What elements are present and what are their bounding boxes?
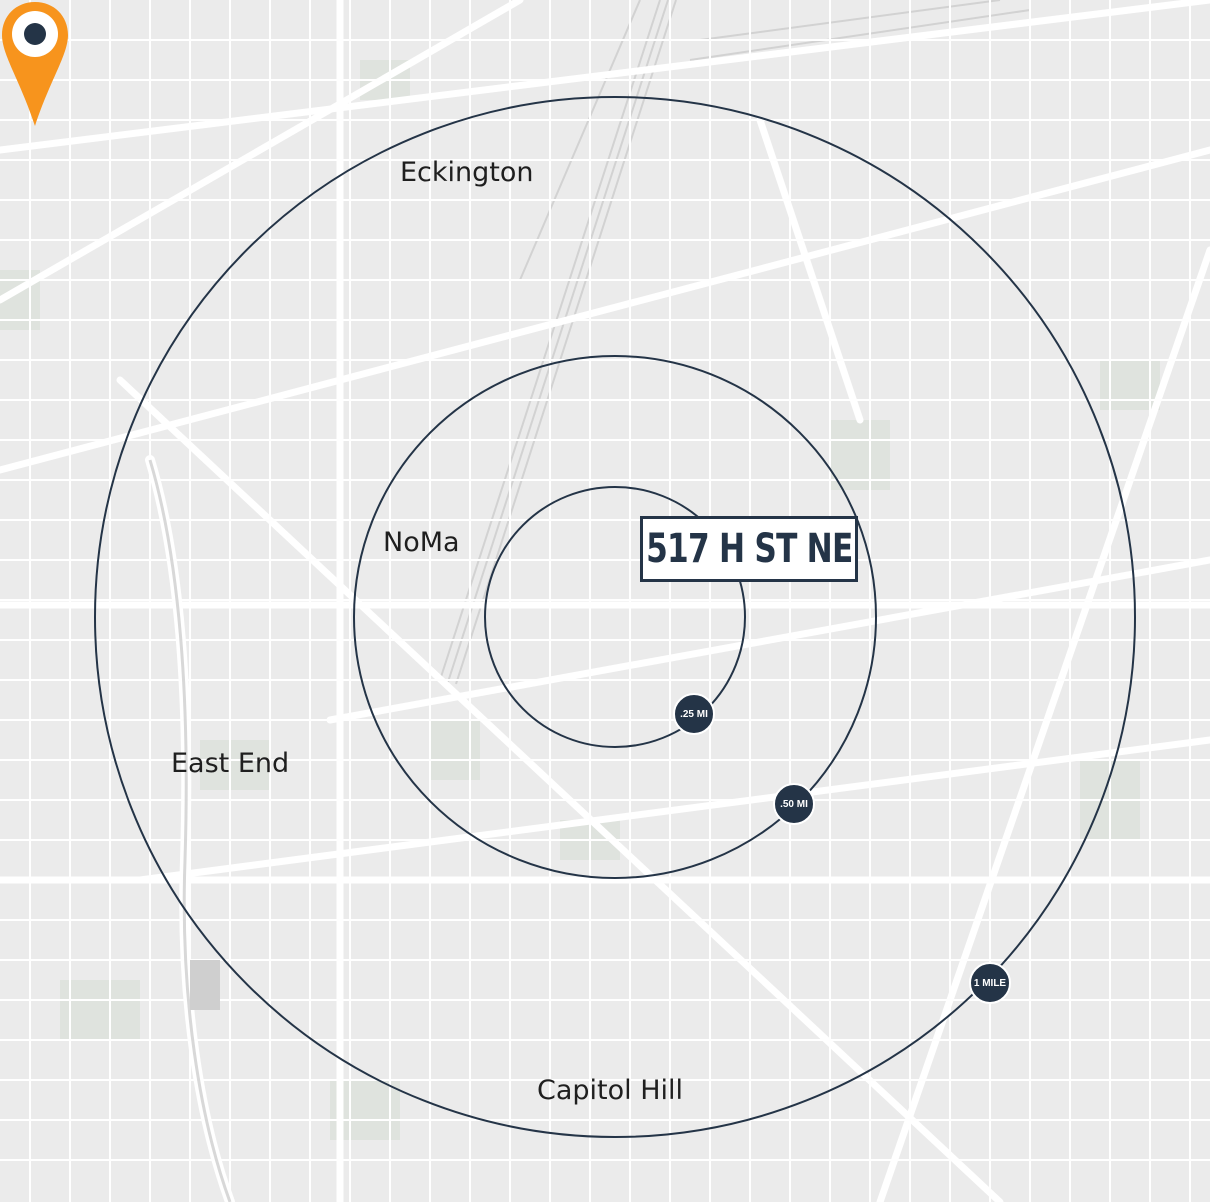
ring-one-mile: [94, 96, 1136, 1138]
neighborhood-label-capitol-hill: Capitol Hill: [537, 1075, 684, 1106]
location-label: 517 H ST NE: [645, 526, 853, 572]
map-pin-icon[interactable]: [0, 0, 70, 130]
ring-quarter-mile: [484, 486, 746, 748]
ring-badge-half-mile: .50 MI: [773, 783, 815, 825]
neighborhood-label-east-end: East End: [171, 748, 290, 779]
ring-badge-quarter-mile: .25 MI: [673, 693, 715, 735]
neighborhood-label-eckington: Eckington: [400, 157, 534, 188]
ring-badge-one-mile: 1 MILE: [969, 962, 1011, 1004]
ring-half-mile: [353, 355, 877, 879]
neighborhood-label-noma: NoMa: [383, 527, 460, 558]
location-callout[interactable]: 517 H ST NE: [640, 516, 858, 582]
